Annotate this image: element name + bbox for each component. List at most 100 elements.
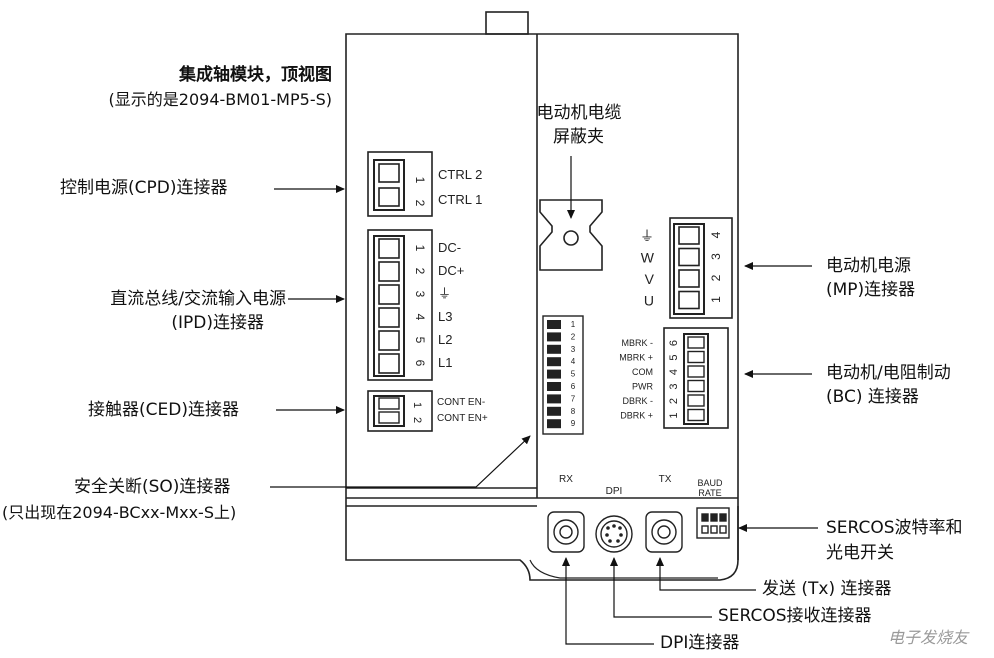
bc-slots: [687, 336, 705, 422]
ipd-pin-number: 4: [413, 314, 427, 321]
mp-label: W: [641, 250, 655, 266]
bc-pin-numbers: 6 5 4 3 2 1: [668, 340, 680, 419]
ipd-slot: [378, 353, 400, 374]
mp-slot: [678, 247, 700, 267]
port-labels: RX DPI TX BAUD RATE: [559, 474, 723, 498]
rx-port: [547, 511, 585, 553]
tx-arrow: [656, 557, 756, 591]
ipd-slots: [378, 238, 400, 374]
bc-label: MBRK -: [622, 338, 654, 348]
baud-label: BAUD: [697, 478, 723, 488]
bc-label: PWR: [632, 382, 653, 392]
cont-en-minus-label: CONT EN-: [437, 397, 485, 408]
so-pin-number: 5: [571, 370, 576, 379]
so-pin-number: 8: [571, 407, 576, 416]
mp-slot: [678, 290, 700, 310]
sercos-callout-line1: SERCOS波特率和: [826, 518, 963, 538]
so-pin-number: 1: [571, 320, 576, 329]
cpd-pin-numbers: 1 2: [413, 177, 427, 207]
ced-pin-number: 1: [411, 402, 423, 408]
so-slot: [547, 320, 561, 329]
dpi-port-label: DPI: [606, 486, 623, 497]
ipd-slot: [378, 330, 400, 351]
dpi-arrow: [562, 557, 654, 645]
mp-labels: ⏚WVU: [640, 228, 655, 309]
so-callout-line1: 安全关断(SO)连接器: [74, 477, 231, 497]
dpi-callout: DPI连接器: [660, 633, 740, 653]
bc-slot: [687, 365, 705, 378]
bc-slot: [687, 394, 705, 407]
mp-label: V: [645, 271, 655, 287]
rx-port-label: RX: [559, 474, 573, 485]
ced-pin-number: 2: [411, 417, 423, 423]
bc-label: MBRK +: [619, 353, 653, 363]
bc-connector: [663, 327, 729, 429]
dpi-port: [595, 515, 633, 553]
ipd-label: L1: [438, 355, 452, 370]
rx-arrow: [610, 557, 712, 618]
diagram-subtitle: (显示的是2094-BM01-MP5-S): [108, 90, 332, 109]
mp-slots: [678, 226, 700, 310]
bc-pin-number: 6: [668, 340, 680, 346]
bc-label: COM: [632, 367, 653, 377]
so-slot: [547, 369, 561, 379]
bc-slot: [687, 350, 705, 364]
so-pin-number: 6: [571, 382, 576, 391]
so-pin-number: 3: [571, 345, 576, 354]
baud-switch: [696, 507, 730, 539]
shield-callout-line2: 屏蔽夹: [553, 127, 604, 147]
cpd-callout: 控制电源(CPD)连接器: [60, 178, 228, 198]
bc-pin-number: 2: [668, 398, 680, 404]
so-slot: [547, 394, 561, 404]
mp-pin-number: 1: [709, 296, 723, 303]
mp-pin-number: 4: [709, 231, 723, 238]
module-body: [345, 11, 739, 581]
ced-labels: CONT EN- CONT EN+: [437, 397, 488, 424]
bc-label: DBRK -: [622, 396, 653, 406]
cpd-connector: [367, 151, 433, 217]
ced-connector: [367, 390, 433, 432]
watermark: 电子发烧友: [888, 628, 969, 647]
cpd-pin-number: 2: [413, 200, 427, 207]
bc-pin-number: 5: [668, 354, 680, 360]
bc-callout-line1: 电动机/电阻制动: [826, 363, 951, 383]
mp-pin-number: 3: [709, 253, 723, 260]
cpd-pin-number: 1: [413, 177, 427, 184]
bc-pin-number: 1: [668, 412, 680, 418]
ipd-label: L3: [438, 309, 452, 324]
so-pin-number: 9: [571, 419, 576, 428]
rx-callout: SERCOS接收连接器: [718, 606, 872, 626]
bc-pin-number: 3: [668, 383, 680, 389]
so-callout-line2: (只出现在2094-BCxx-Mxx-S上): [2, 503, 237, 522]
ipd-label: DC+: [438, 263, 464, 278]
so-slots: [547, 320, 561, 429]
shield-clamp: [539, 199, 603, 271]
mp-label: ⏚: [640, 228, 654, 244]
so-arrow: [270, 435, 531, 488]
tx-callout: 发送 (Tx) 连接器: [762, 579, 892, 599]
mp-connector: [669, 217, 733, 319]
so-slot: [547, 406, 561, 416]
ced-pin-numbers: 1 2: [411, 402, 423, 423]
so-slot: [547, 332, 561, 342]
ctrl-1-label: CTRL 1: [438, 192, 482, 207]
mp-pin-number: 2: [709, 274, 723, 281]
bc-pin-number: 4: [668, 369, 680, 375]
ced-callout: 接触器(CED)连接器: [88, 400, 239, 420]
cont-en-plus-label: CONT EN+: [437, 413, 488, 424]
ipd-callout-line2: (IPD)连接器: [171, 313, 264, 333]
bc-slot: [687, 379, 705, 393]
bc-callout-line2: (BC) 连接器: [826, 387, 919, 407]
cpd-labels: CTRL 2 CTRL 1: [438, 167, 482, 207]
sercos-callout-line2: 光电开关: [826, 543, 894, 563]
ipd-pin-number: 3: [413, 291, 427, 298]
tx-port-label: TX: [659, 474, 672, 485]
ipd-label: DC-: [438, 240, 461, 255]
ipd-slot: [378, 238, 400, 259]
diagram-title: 集成轴模块，顶视图: [179, 65, 332, 85]
shield-callout-line1: 电动机电缆: [536, 103, 622, 123]
